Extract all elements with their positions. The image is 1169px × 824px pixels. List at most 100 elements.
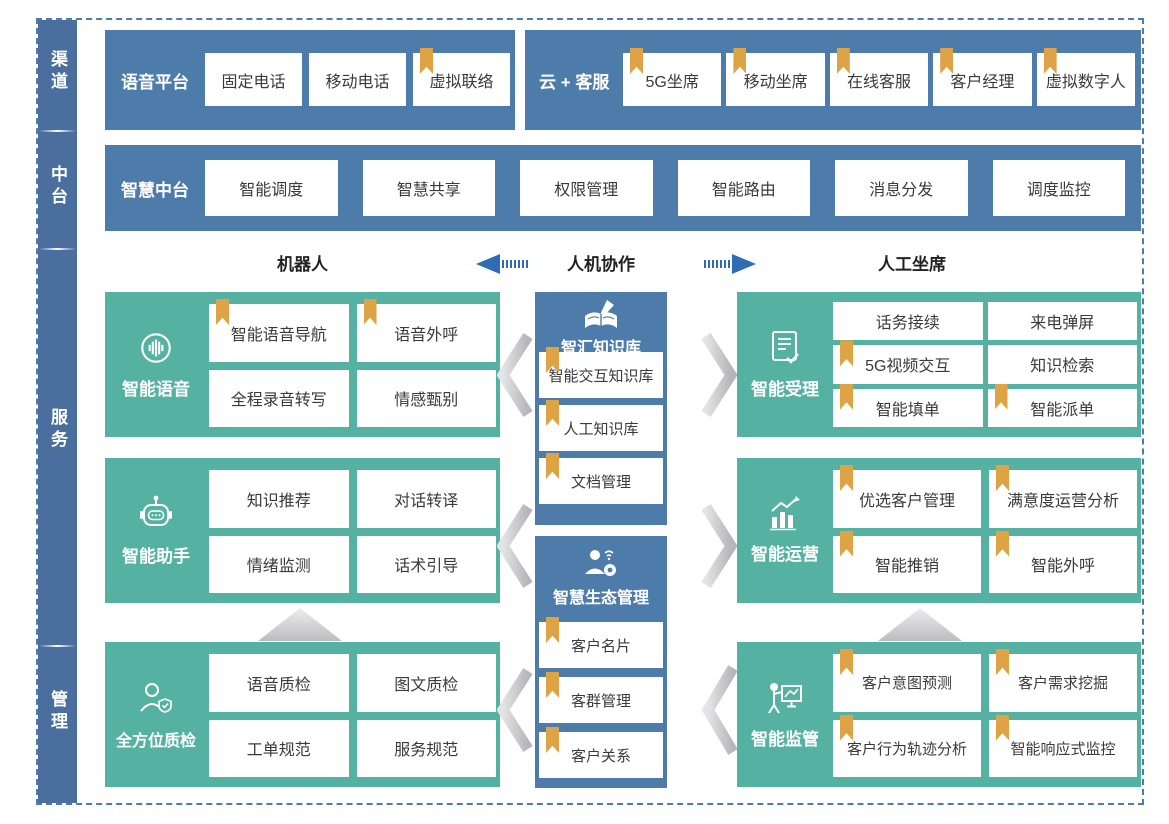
- sidebar-divider: [39, 248, 76, 250]
- item-box: 移动坐席: [726, 48, 825, 106]
- item-box: 客群管理: [539, 672, 663, 723]
- item-box: 知识检索: [987, 345, 1137, 384]
- bookmark-icon: [546, 672, 559, 698]
- item-label: 来电弹屏: [1030, 315, 1095, 333]
- item-box: 智能响应式监控: [989, 714, 1137, 777]
- flow-chevron-right-icon: [701, 504, 737, 588]
- flow-up-arrow-icon: [258, 608, 342, 641]
- item-label: 客户需求挖掘: [1017, 675, 1108, 693]
- item-label: 客户行为轨迹分析: [846, 740, 967, 758]
- item-box: 服务规范: [356, 719, 496, 777]
- item-label: 调度监控: [1026, 182, 1091, 199]
- item-label: 知识检索: [1030, 358, 1095, 376]
- item-box: 智能外呼: [989, 530, 1137, 593]
- item-grid: 客户意图预测 客户需求挖掘客户行为轨迹分析 智能响应式监控: [833, 649, 1137, 777]
- bookmark-icon: [546, 727, 559, 753]
- item-box: 智能填单: [833, 383, 983, 427]
- item-box: 智能推销: [833, 530, 981, 593]
- bookmark-icon: [940, 48, 954, 74]
- bookmark-icon: [733, 48, 747, 74]
- item-label: 5G视频交互: [865, 358, 951, 376]
- item-label: 语音质检: [246, 676, 311, 694]
- item-label: 语音外呼: [394, 326, 459, 344]
- block-title: 全方位质检: [115, 732, 196, 750]
- bookmark-icon: [840, 649, 853, 675]
- collab-label-robot: 机器人: [277, 255, 328, 274]
- item-box: 虚拟数字人: [1036, 48, 1136, 106]
- panel-title: 语音平台: [121, 72, 189, 92]
- bookmark-icon: [1043, 48, 1057, 74]
- bookmark-icon: [546, 617, 559, 643]
- item-label: 服务规范: [394, 742, 459, 760]
- knowledge-book-icon: [585, 300, 617, 328]
- item-box: 文档管理: [539, 453, 663, 504]
- flow-chevron-left-icon: [497, 504, 533, 588]
- item-label: 图文质检: [394, 676, 459, 694]
- sidebar-label-platform: 中台: [48, 165, 67, 209]
- bookmark-icon: [996, 530, 1009, 557]
- bookmark-icon: [546, 400, 559, 426]
- block-smart-voice: 智能语音 智能语音导航 语音外呼全程录音转写 情感甄别: [105, 292, 500, 437]
- item-label: 在线客服: [847, 73, 912, 91]
- item-label: 客户关系: [570, 747, 631, 765]
- robot-icon: [140, 495, 172, 526]
- panel-title: 云 + 客服: [539, 72, 610, 92]
- bookmark-icon: [546, 347, 559, 373]
- block-title: 智慧生态管理: [552, 590, 649, 607]
- block-title: 智能运营: [751, 545, 819, 564]
- item-label: 智能路由: [711, 182, 776, 199]
- item-box: 情绪监测: [209, 535, 349, 593]
- item-label: 5G坐席: [645, 73, 699, 91]
- item-label: 客户名片: [570, 637, 631, 655]
- collab-arrow-left-icon: [476, 254, 528, 274]
- item-box: 全程录音转写: [209, 369, 349, 427]
- item-box: 图文质检: [356, 654, 496, 712]
- item-label: 客群管理: [570, 692, 631, 710]
- item-box: 客户行为轨迹分析: [833, 714, 981, 777]
- item-box: 客户关系: [539, 727, 663, 778]
- item-box: 智能语音导航: [209, 299, 349, 362]
- bookmark-icon: [420, 48, 433, 74]
- item-label: 知识推荐: [246, 492, 311, 510]
- item-box: 优选客户管理: [833, 465, 981, 528]
- item-label: 固定电话: [221, 73, 286, 91]
- item-box: 对话转译: [356, 470, 496, 528]
- item-box: 5G视频交互: [833, 340, 983, 384]
- item-label: 客户意图预测: [861, 675, 952, 693]
- block-title-area: 智能语音: [105, 292, 207, 437]
- item-box: 人工知识库: [539, 400, 663, 451]
- item-box: 移动电话: [309, 53, 406, 106]
- item-label: 移动坐席: [743, 73, 808, 91]
- document-check-icon: [772, 331, 799, 364]
- item-label: 智能响应式监控: [1010, 740, 1116, 758]
- sidebar-label-management: 管理: [48, 690, 67, 734]
- item-box: 来电弹屏: [987, 302, 1137, 341]
- item-label: 移动电话: [325, 73, 390, 91]
- item-box: 语音外呼: [356, 299, 496, 362]
- diagram-border: [36, 18, 1144, 805]
- sidebar-divider: [39, 645, 76, 647]
- item-label: 工单规范: [246, 742, 311, 760]
- eco-person-icon: [585, 550, 616, 576]
- bookmark-icon: [996, 649, 1009, 675]
- cloud-service-panel: 云 + 客服 5G坐席 移动坐席 在线客服 客户经理虚拟数字人: [525, 30, 1141, 130]
- item-grid: 语音质检 图文质检工单规范 服务规范: [209, 654, 496, 777]
- voice-icon: [141, 333, 171, 363]
- item-label: 智能外呼: [1030, 558, 1095, 576]
- block-smart-operations: 智能运营 优选客户管理满意度运营分析智能推销智能外呼: [737, 458, 1141, 603]
- item-row: 智能调度智慧共享权限管理智能路由消息分发调度监控: [205, 160, 1125, 216]
- block-title-area: 智能运营: [737, 458, 833, 603]
- item-label: 人工知识库: [563, 420, 639, 438]
- item-label: 情感甄别: [394, 392, 459, 410]
- bookmark-icon: [216, 299, 229, 325]
- collab-label-collaboration: 人机协作: [567, 255, 635, 274]
- item-grid: 知识推荐 对话转译情绪监测 话术引导: [209, 470, 496, 593]
- item-label: 话术引导: [394, 558, 459, 576]
- flow-chevron-left-icon: [497, 333, 533, 417]
- item-box: 智能调度: [205, 160, 338, 216]
- item-box: 消息分发: [835, 160, 968, 216]
- item-label: 全程录音转写: [230, 392, 327, 410]
- item-box: 客户经理: [933, 48, 1032, 106]
- item-box: 智慧共享: [362, 160, 495, 216]
